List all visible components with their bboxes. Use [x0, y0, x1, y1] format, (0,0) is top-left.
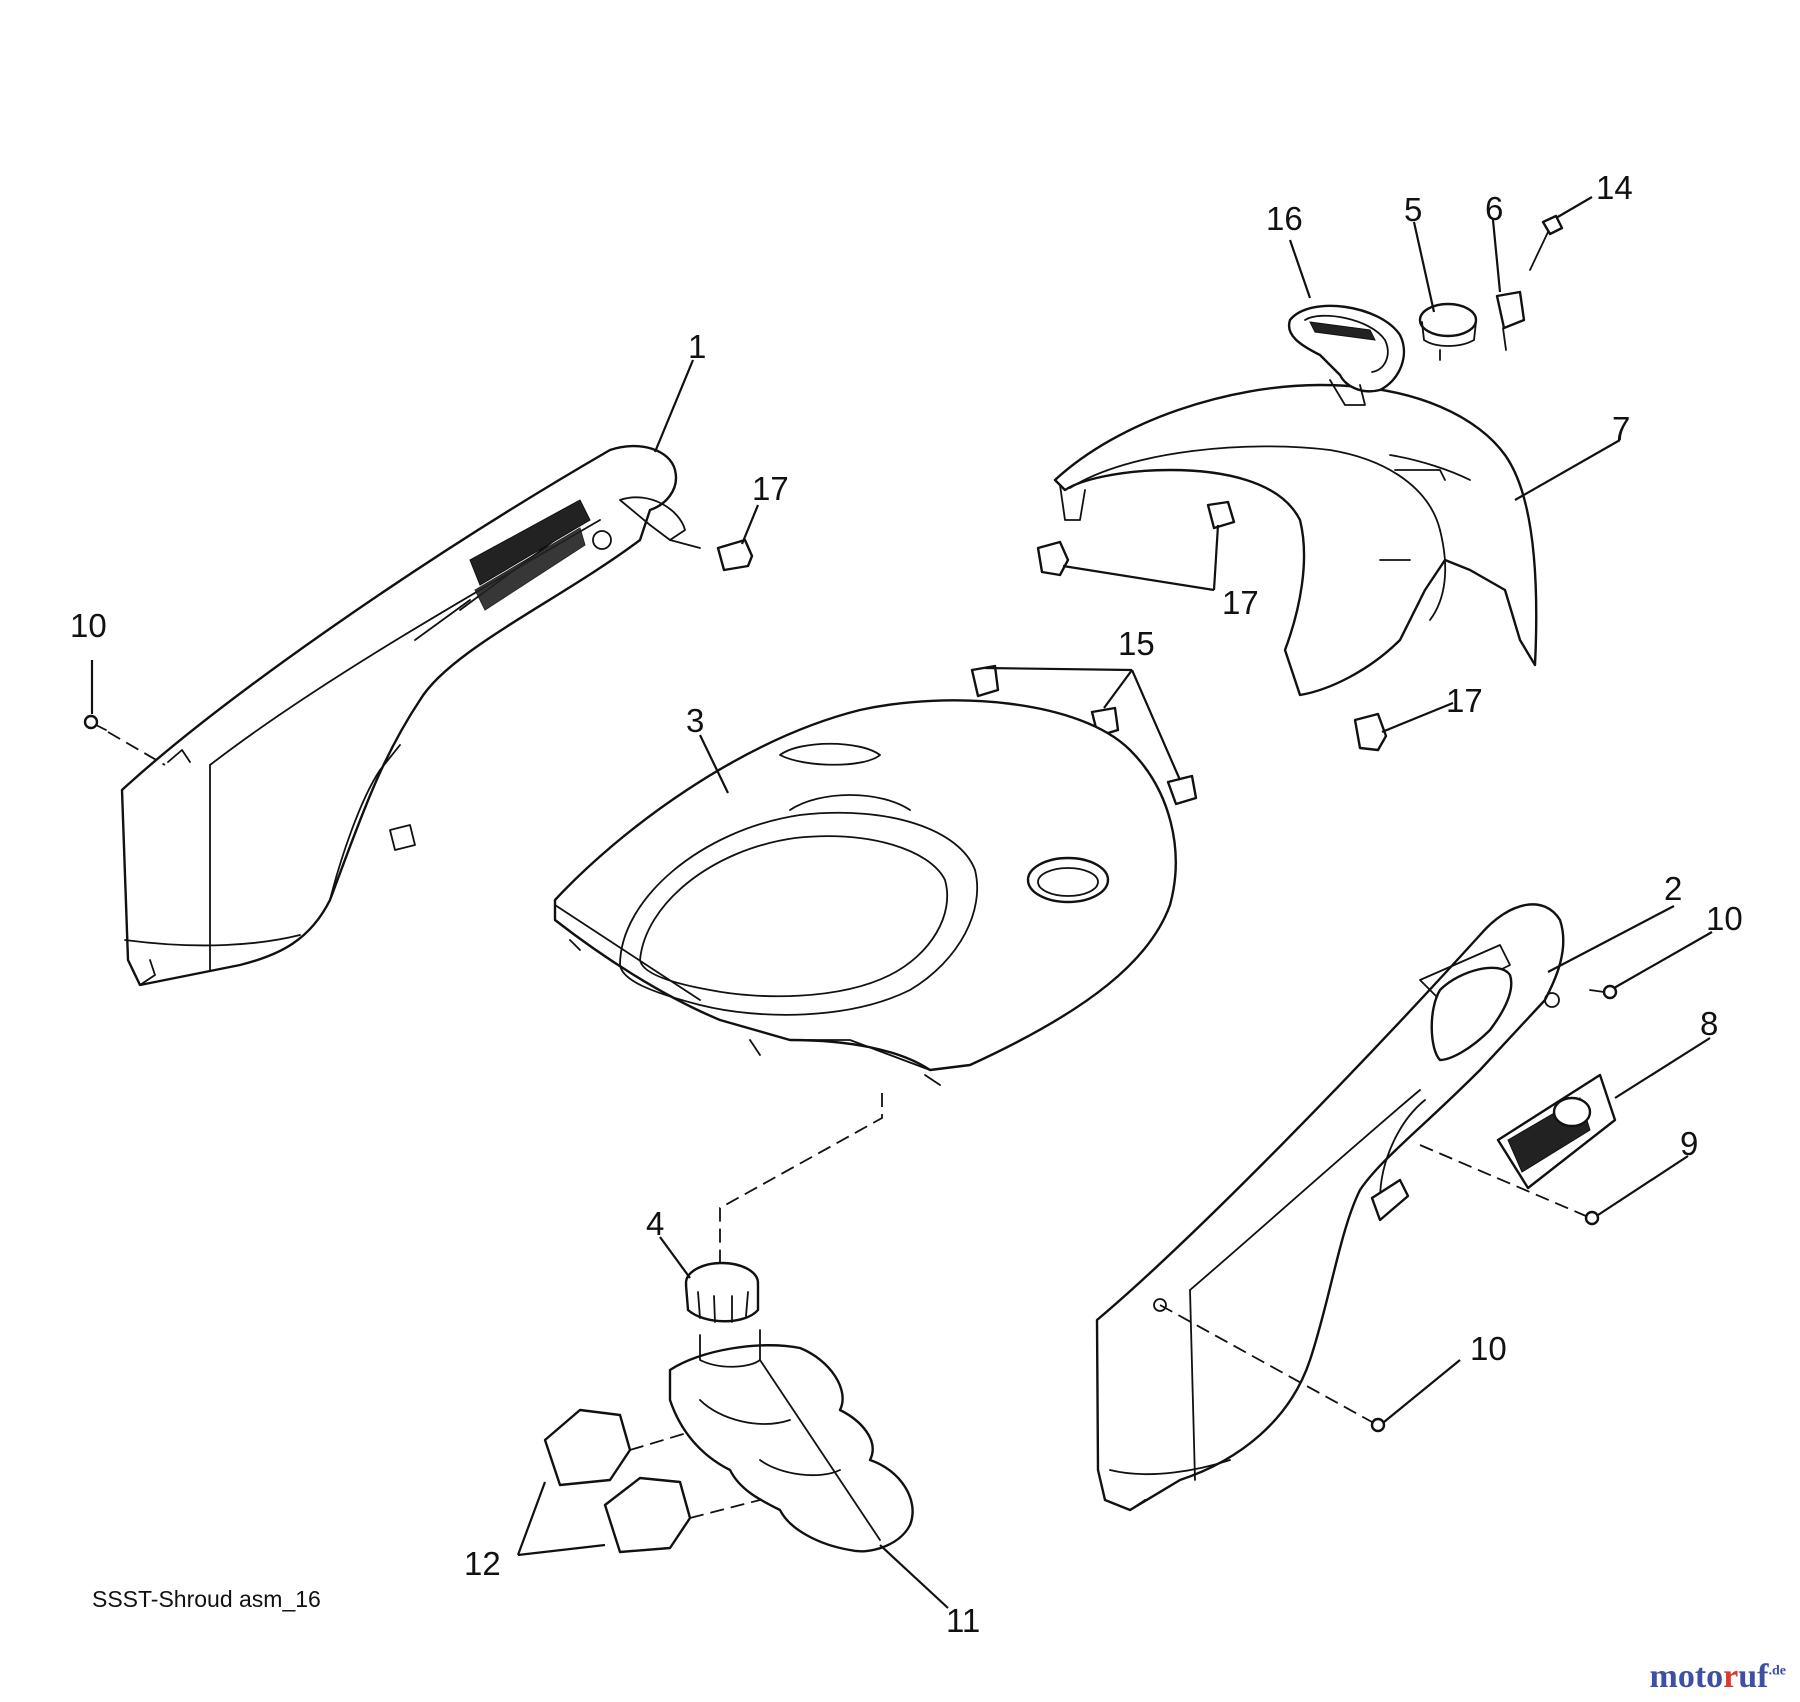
clips-17-upper	[1036, 500, 1388, 752]
part-4-fuel-cap	[684, 1261, 760, 1323]
part-3-center-hood	[553, 699, 1177, 1086]
dash-hood-to-cap	[719, 1093, 883, 1262]
callout-2: 2	[1664, 870, 1682, 907]
leader-lines	[90, 196, 1713, 1609]
watermark-part2: r	[1723, 1658, 1739, 1695]
watermark-part1: moto	[1649, 1658, 1724, 1695]
part-7-upper-shroud	[1053, 383, 1538, 697]
callout-15: 15	[1118, 625, 1155, 662]
callout-17-lower: 17	[1446, 682, 1483, 719]
part-6-ignition-switch	[1495, 290, 1526, 351]
callout-14: 14	[1596, 169, 1633, 206]
part-11-fuel-tank	[668, 1329, 914, 1553]
callout-5: 5	[1404, 191, 1422, 228]
part-8-grille-plate	[1496, 1073, 1617, 1190]
watermark-logo[interactable]: motoruf.de	[1650, 1658, 1786, 1696]
callout-6: 6	[1485, 190, 1503, 227]
clips-15	[970, 664, 1198, 806]
watermark-part3: uf	[1738, 1658, 1769, 1695]
callout-7: 7	[1612, 410, 1630, 447]
callout-16: 16	[1266, 200, 1303, 237]
callout-10-right-upper: 10	[1706, 900, 1743, 937]
callout-10-right-lower: 10	[1470, 1330, 1507, 1367]
part-5-knob	[1418, 302, 1478, 361]
callout-labels: 1 2 3 4 5 6 7 8 9 10 10 10 11 12 14 15 1…	[70, 169, 1743, 1639]
part-16-handle	[1287, 304, 1406, 406]
clip-17-left	[669, 538, 754, 572]
part-1-left-side-panel	[120, 444, 686, 987]
callout-8: 8	[1700, 1005, 1718, 1042]
screws-right	[1159, 984, 1618, 1433]
callout-4: 4	[646, 1205, 664, 1242]
callout-10-left: 10	[70, 607, 107, 644]
diagram-caption: SSST-Shroud asm_16	[92, 1586, 321, 1612]
callout-12: 12	[464, 1545, 501, 1582]
screw-10-left	[83, 714, 166, 766]
part-12-tank-straps	[543, 1408, 761, 1554]
watermark-suffix: .de	[1768, 1663, 1787, 1679]
callout-11: 11	[946, 1602, 980, 1639]
callout-3: 3	[686, 702, 704, 739]
part-2-right-side-panel	[1095, 903, 1565, 1512]
callout-9: 9	[1680, 1125, 1698, 1162]
part-14-key	[1529, 214, 1564, 271]
callout-1: 1	[688, 328, 706, 365]
callout-17-left: 17	[752, 470, 789, 507]
callout-17-upper: 17	[1222, 584, 1259, 621]
